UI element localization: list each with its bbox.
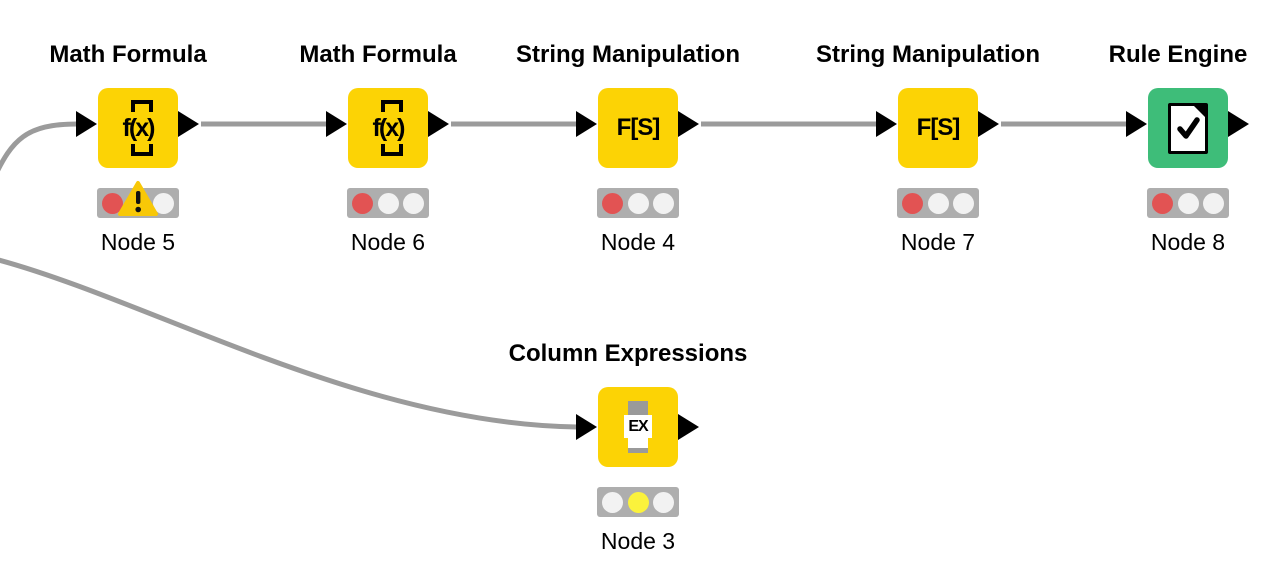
- node-rule-engine-8: Rule Engine Node 8: [1109, 42, 1249, 255]
- node-body[interactable]: EX: [598, 387, 678, 467]
- node-math-formula-5: Math Formula f(x) Node 5: [49, 42, 206, 256]
- checkmark: [1177, 117, 1200, 139]
- node-body[interactable]: [1148, 88, 1228, 168]
- node-label: Node 8: [1150, 229, 1226, 255]
- column-top: [628, 401, 648, 416]
- traffic-light: [897, 188, 979, 218]
- status-light: [1177, 192, 1199, 214]
- status-light: [927, 192, 949, 214]
- connection-wire[interactable]: [0, 121, 78, 178]
- icon-text: EX: [624, 415, 652, 438]
- input-port[interactable]: [326, 111, 347, 137]
- node-label: Node 4: [600, 229, 676, 255]
- node-math-formula-6: Math Formula f(x) Node 6: [299, 42, 456, 256]
- node-label: Node 6: [350, 229, 426, 255]
- node-body[interactable]: f(x): [98, 88, 178, 168]
- document-check-icon: [1168, 102, 1208, 154]
- status-light: [1203, 192, 1225, 214]
- node-title: Math Formula: [49, 41, 207, 68]
- output-port[interactable]: [678, 111, 699, 137]
- status-light: [627, 192, 649, 214]
- node-title: Rule Engine: [1108, 41, 1248, 68]
- node-title: Column Expressions: [508, 340, 748, 367]
- column-bottom: [628, 433, 648, 453]
- output-port[interactable]: [978, 111, 999, 137]
- status-light: [153, 192, 175, 214]
- node-title: Math Formula: [299, 41, 457, 68]
- status-light: [627, 491, 649, 513]
- input-port[interactable]: [576, 414, 597, 440]
- node-label: Node 7: [900, 229, 976, 255]
- node-body[interactable]: F[S]: [598, 88, 678, 168]
- connection-wire[interactable]: [0, 257, 578, 430]
- ex-column-icon: EX: [624, 401, 652, 453]
- node-column-expressions-3: Column Expressions EX Node 3: [509, 341, 748, 555]
- node-body[interactable]: f(x): [348, 88, 428, 168]
- input-port[interactable]: [576, 111, 597, 137]
- input-port[interactable]: [76, 111, 97, 137]
- warning-icon: [118, 181, 158, 216]
- traffic-light: [597, 487, 679, 517]
- page-fold: [1193, 104, 1206, 118]
- traffic-light: [97, 181, 179, 218]
- output-port[interactable]: [178, 111, 199, 137]
- traffic-light: [1147, 188, 1229, 218]
- icon-text: f(x): [122, 113, 156, 142]
- input-port[interactable]: [1126, 111, 1147, 137]
- status-light: [101, 192, 123, 214]
- status-light: [653, 491, 675, 513]
- status-light: [403, 192, 425, 214]
- node-string-manipulation-4: String Manipulation F[S] Node 4: [516, 42, 740, 256]
- status-light: [653, 192, 675, 214]
- status-light: [901, 192, 923, 214]
- math-formula-icon: f(x): [110, 99, 166, 157]
- traffic-light: [347, 188, 429, 218]
- input-port[interactable]: [876, 111, 897, 137]
- status-light: [601, 192, 623, 214]
- node-label: Node 5: [100, 229, 176, 255]
- output-port[interactable]: [678, 414, 699, 440]
- node-title: String Manipulation: [516, 41, 740, 68]
- output-port[interactable]: [428, 111, 449, 137]
- string-manipulation-icon: F[S]: [916, 114, 961, 141]
- node-string-manipulation-7: String Manipulation F[S] Node 7: [816, 42, 1040, 256]
- node-title: String Manipulation: [816, 41, 1040, 68]
- status-light: [601, 491, 623, 513]
- node-label: Node 3: [600, 528, 676, 554]
- status-light: [377, 192, 399, 214]
- icon-text: f(x): [372, 113, 406, 142]
- node-body[interactable]: F[S]: [898, 88, 978, 168]
- status-light: [1151, 192, 1173, 214]
- math-formula-icon: f(x): [360, 99, 416, 157]
- status-light: [351, 192, 373, 214]
- traffic-light: [597, 188, 679, 218]
- status-light: [953, 192, 975, 214]
- string-manipulation-icon: F[S]: [616, 114, 661, 141]
- output-port[interactable]: [1228, 111, 1249, 137]
